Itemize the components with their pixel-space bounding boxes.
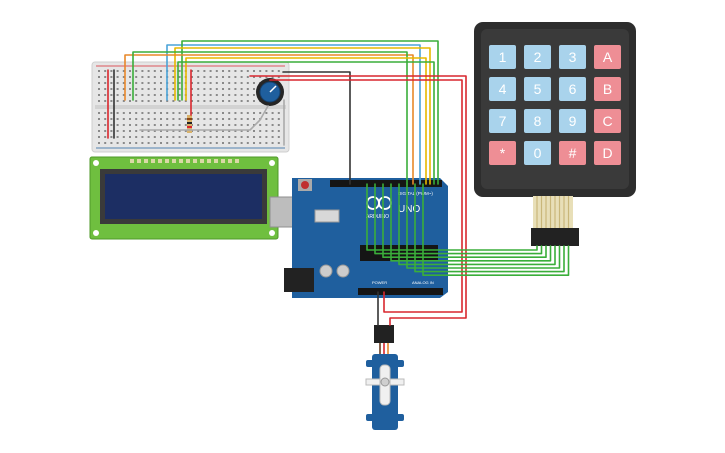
keypad-key-label: 8: [534, 113, 542, 129]
keypad-key-label: 4: [499, 81, 507, 97]
crystal: [314, 209, 340, 223]
keypad-key-0[interactable]: 0: [524, 141, 551, 165]
keypad-key-B[interactable]: B: [594, 77, 621, 101]
lcd-pin-header: [130, 159, 239, 163]
keypad[interactable]: 1 2 3 A 4 5 6 B 7 8 9 C * 0 # D: [474, 22, 636, 246]
keypad-key-label: 1: [499, 49, 507, 65]
digital-header: [330, 180, 442, 187]
servo-motor[interactable]: [365, 325, 405, 430]
keypad-key-grid: 1 2 3 A 4 5 6 B 7 8 9 C * 0 # D: [489, 45, 621, 165]
keypad-key-6[interactable]: 6: [559, 77, 586, 101]
keypad-key-4[interactable]: 4: [489, 77, 516, 101]
power-analog-header: [358, 288, 443, 295]
keypad-wires: [366, 183, 570, 276]
keypad-key-label: A: [603, 49, 613, 65]
keypad-key-A[interactable]: A: [594, 45, 621, 69]
keypad-ribbon-cable: [536, 196, 570, 228]
keypad-key-3[interactable]: 3: [559, 45, 586, 69]
keypad-key-label: 5: [534, 81, 542, 97]
resistor[interactable]: [187, 115, 192, 133]
keypad-header: [531, 228, 579, 246]
lcd-display[interactable]: [89, 156, 279, 240]
keypad-key-label: B: [603, 81, 612, 97]
keypad-key-label: #: [569, 145, 577, 161]
keypad-key-label: 7: [499, 113, 507, 129]
keypad-key-label: 9: [569, 113, 577, 129]
keypad-key-8[interactable]: 8: [524, 109, 551, 133]
arduino-logo-text: ARDUINO: [366, 214, 389, 220]
keypad-key-*[interactable]: *: [489, 141, 516, 165]
keypad-key-label: 6: [569, 81, 577, 97]
breadboard-holes: [98, 70, 280, 144]
keypad-key-D[interactable]: D: [594, 141, 621, 165]
keypad-key-9[interactable]: 9: [559, 109, 586, 133]
power-label: POWER: [372, 280, 387, 285]
keypad-key-label: C: [602, 113, 612, 129]
keypad-key-label: *: [500, 145, 506, 161]
keypad-key-2[interactable]: 2: [524, 45, 551, 69]
analog-label: ANALOG IN: [412, 280, 434, 285]
keypad-key-#[interactable]: #: [559, 141, 586, 165]
wires: [107, 40, 467, 326]
model-label: UNO: [398, 204, 420, 215]
servo-connector: [374, 325, 394, 343]
keypad-key-label: D: [602, 145, 612, 161]
arduino-uno-board[interactable]: ARDUINO UNO DIGITAL (PWM~) POWER ANALOG …: [269, 178, 448, 298]
keypad-key-1[interactable]: 1: [489, 45, 516, 69]
keypad-key-C[interactable]: C: [594, 109, 621, 133]
keypad-key-label: 0: [534, 145, 542, 161]
keypad-key-7[interactable]: 7: [489, 109, 516, 133]
keypad-key-5[interactable]: 5: [524, 77, 551, 101]
power-jack: [284, 268, 314, 292]
potentiometer[interactable]: [256, 78, 284, 106]
keypad-key-label: 3: [569, 49, 577, 65]
keypad-key-label: 2: [534, 49, 542, 65]
lcd-screen: [105, 174, 262, 219]
